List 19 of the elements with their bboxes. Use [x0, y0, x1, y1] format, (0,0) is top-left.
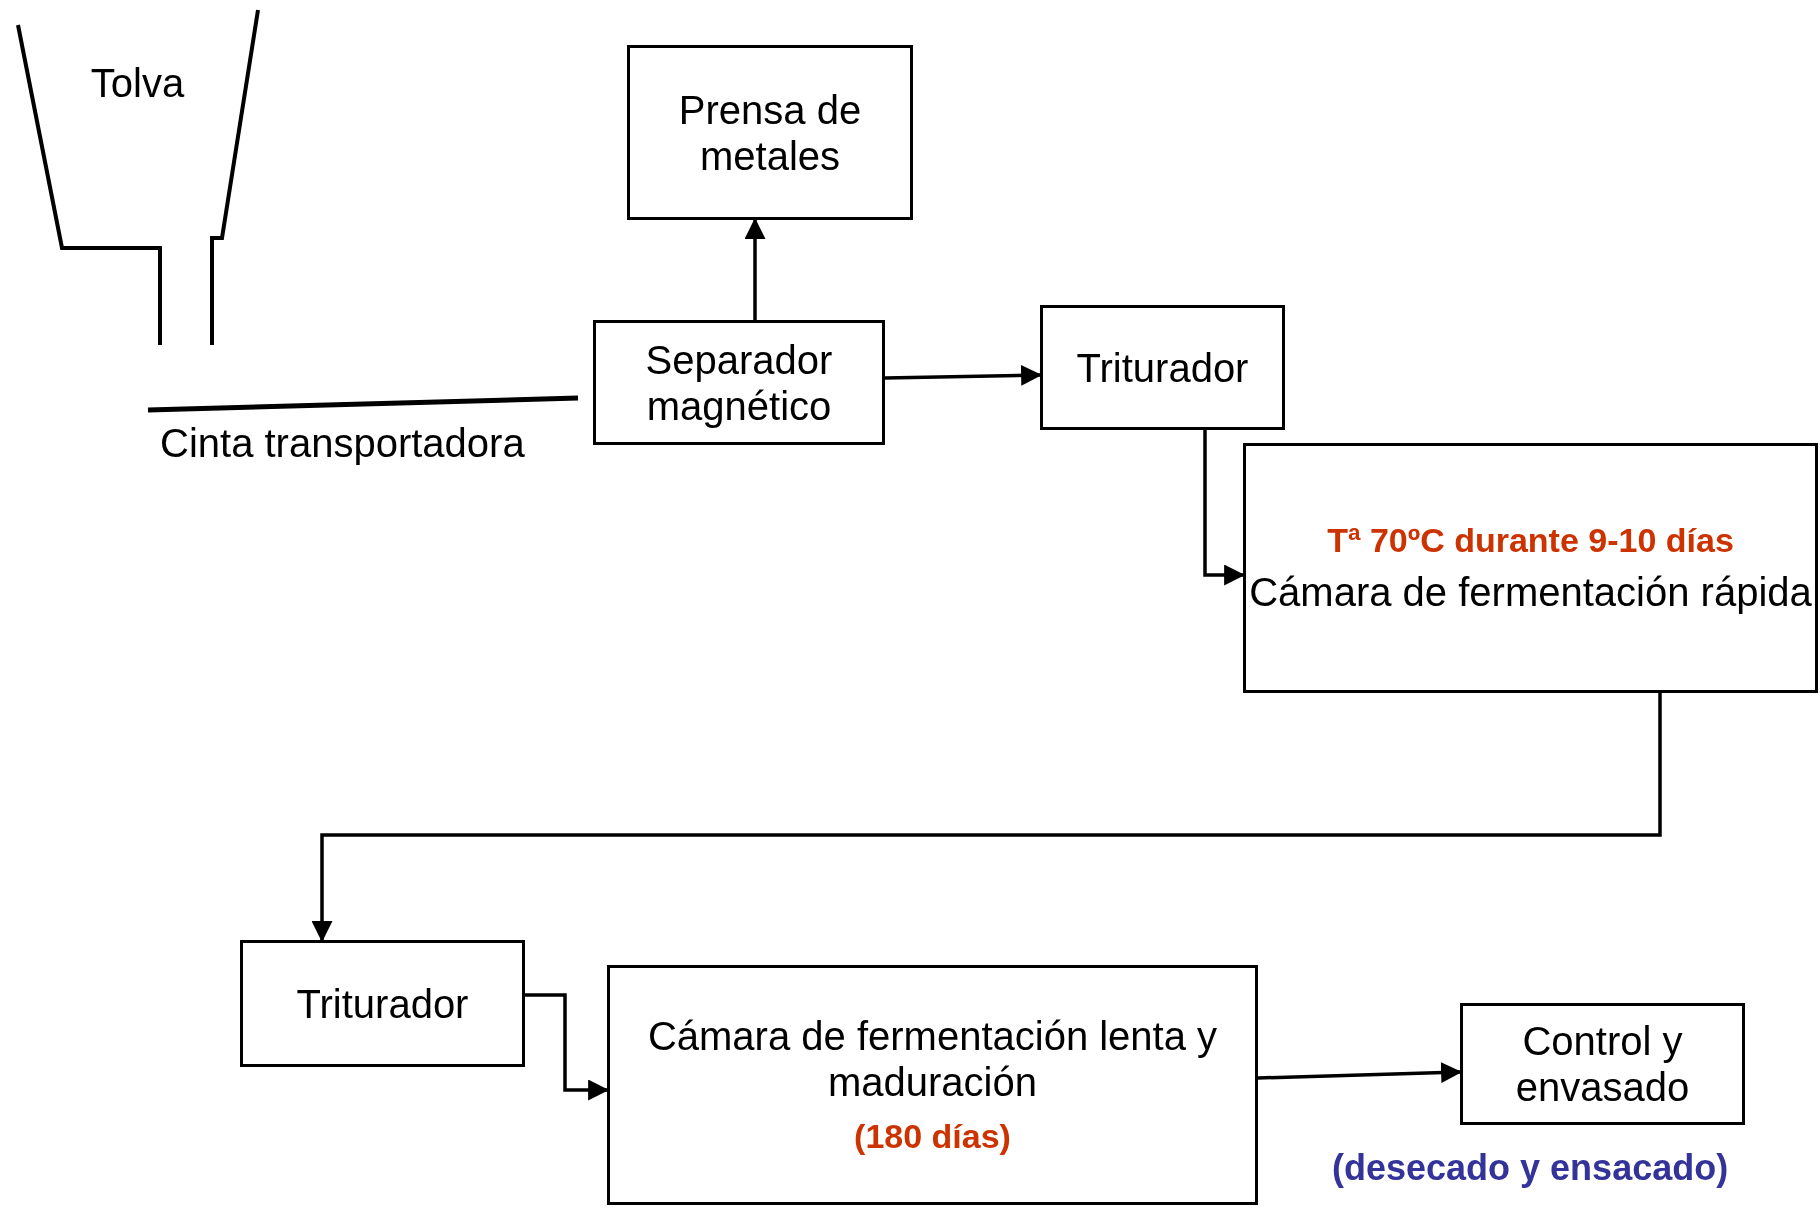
node-label: Tolva — [90, 60, 185, 106]
node-label: Triturador — [1076, 344, 1249, 391]
node-label: Separador magnético — [644, 336, 834, 429]
process-box — [240, 940, 525, 1067]
note-text: (desecado y ensacado) — [1332, 1147, 1729, 1189]
node-label: Prensa de metales — [677, 86, 863, 179]
process-box — [627, 45, 913, 220]
node-label: Control y envasado — [1514, 1018, 1691, 1110]
process-box — [1460, 1003, 1745, 1125]
process-box — [1040, 305, 1285, 430]
process-box — [593, 320, 885, 445]
process-box — [607, 965, 1258, 1205]
node-label: Triturador — [296, 980, 469, 1027]
note-text: (180 días) — [854, 1117, 1011, 1157]
note-text: Tª 70ºC durante 9-10 días — [1327, 521, 1734, 561]
process-box — [1243, 443, 1818, 693]
node-label: Cámara de fermentación lenta y maduración — [646, 1013, 1219, 1106]
node-label: Cámara de fermentación rápida — [1249, 568, 1812, 615]
part-label: Cinta transportadora — [160, 420, 525, 466]
